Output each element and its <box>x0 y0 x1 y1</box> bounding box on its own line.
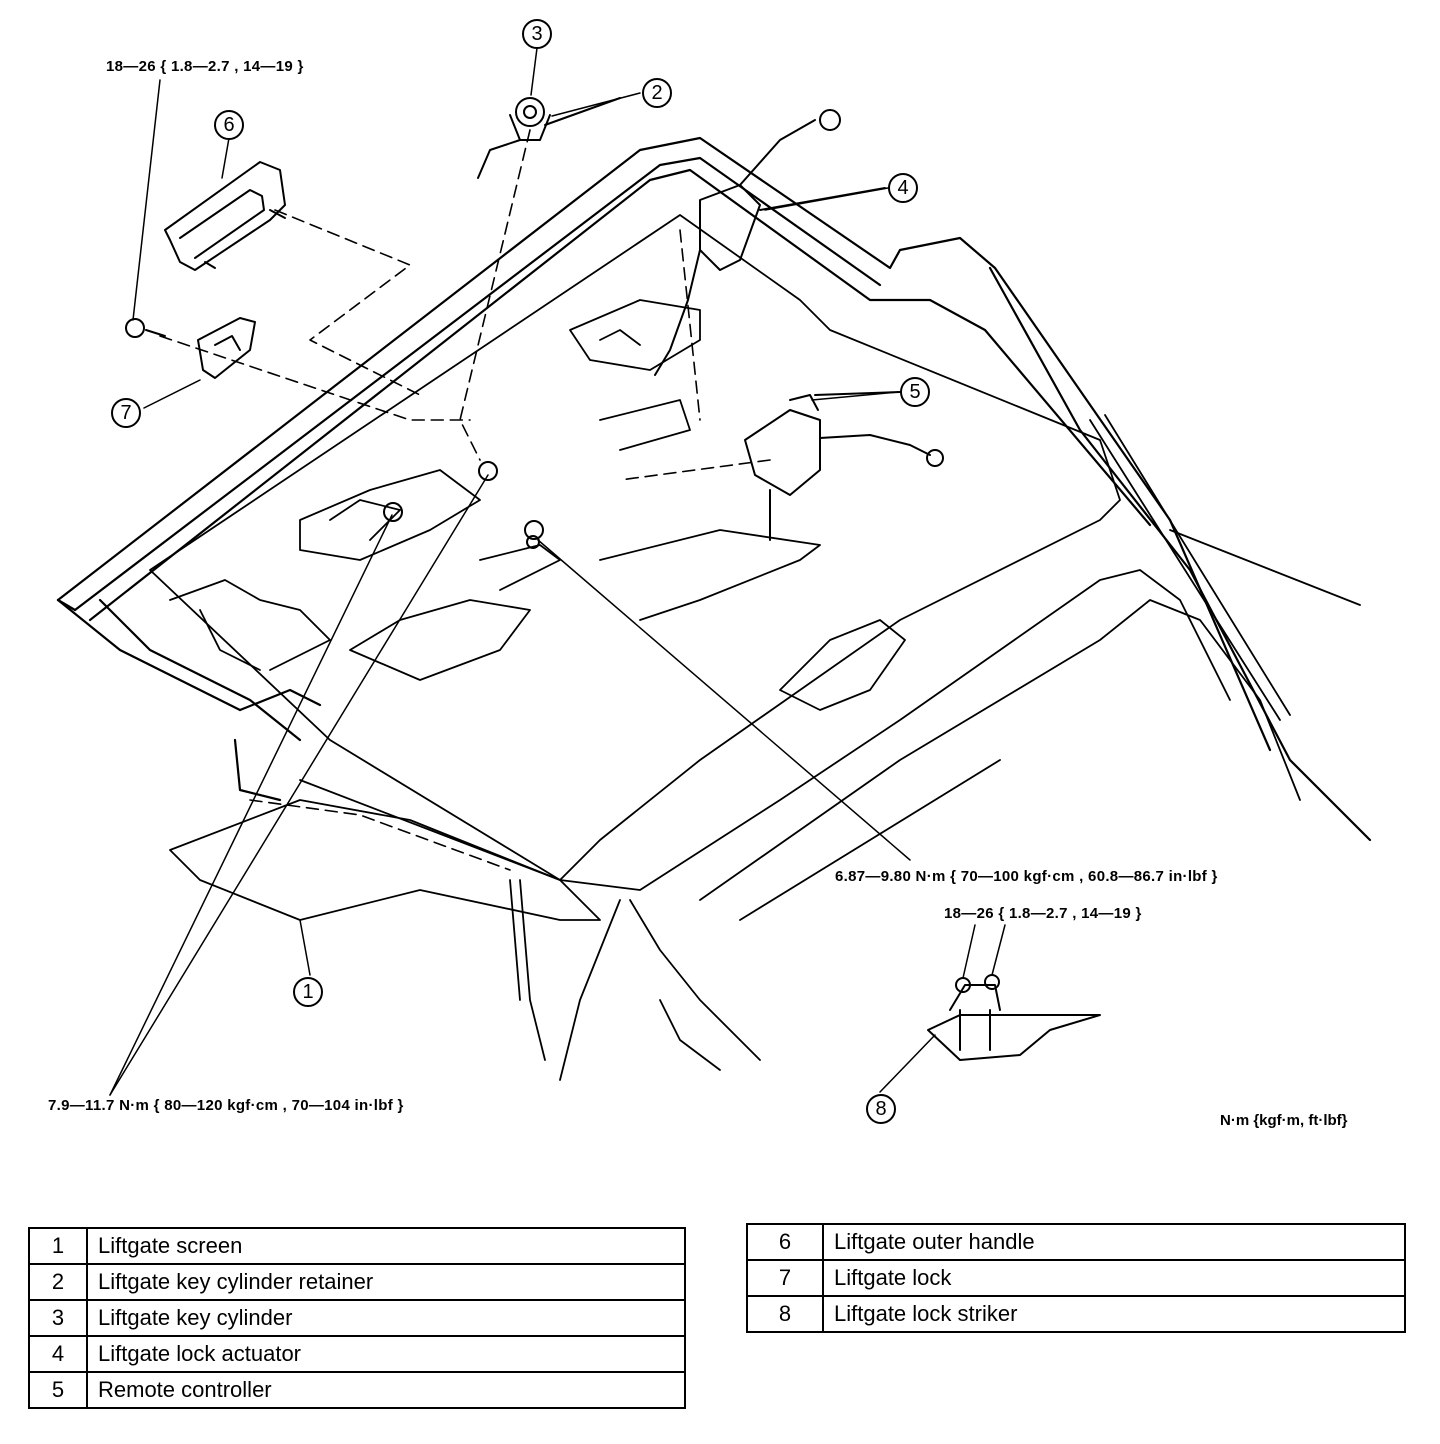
leader-lines <box>109 47 1006 1096</box>
callout-5: 5 <box>900 377 930 407</box>
torque-label-striker-bolts: 18—26 { 1.8—2.7 , 14—19 } <box>944 905 1142 922</box>
legend-row: 2 Liftgate key cylinder retainer <box>28 1263 686 1301</box>
legend-part-name: Liftgate lock <box>822 1259 1406 1297</box>
legend-number: 1 <box>28 1227 88 1265</box>
legend-number: 4 <box>28 1335 88 1373</box>
legend-row: 6 Liftgate outer handle <box>746 1223 1406 1261</box>
legend-row: 5 Remote controller <box>28 1371 686 1409</box>
legend-part-name: Liftgate lock actuator <box>86 1335 686 1373</box>
torque-label-handle-bolt: 18—26 { 1.8—2.7 , 14—19 } <box>106 58 304 75</box>
liftgate-inner-frame <box>149 214 1121 881</box>
outer-handle-drawing <box>164 161 286 271</box>
remote-controller-drawing <box>744 391 944 541</box>
callout-8: 8 <box>866 1094 896 1124</box>
legend-number: 2 <box>28 1263 88 1301</box>
legend-number: 7 <box>746 1259 824 1297</box>
legend-row: 3 Liftgate key cylinder <box>28 1299 686 1337</box>
exploded-view-drawing <box>56 47 1372 1096</box>
assembly-guide-lines <box>159 129 771 871</box>
lock-striker-drawing <box>927 974 1101 1061</box>
parts-legend-left: 1 Liftgate screen 2 Liftgate key cylinde… <box>28 1227 686 1409</box>
legend-part-name: Liftgate key cylinder retainer <box>86 1263 686 1301</box>
legend-number: 8 <box>746 1295 824 1333</box>
legend-row: 1 Liftgate screen <box>28 1227 686 1265</box>
legend-number: 5 <box>28 1371 88 1409</box>
legend-part-name: Liftgate outer handle <box>822 1223 1406 1261</box>
unit-note: N·m {kgf·m, ft·lbf} <box>1220 1112 1348 1129</box>
liftgate-panel <box>56 136 1372 842</box>
legend-part-name: Liftgate lock striker <box>822 1295 1406 1333</box>
vehicle-body <box>169 414 1361 1081</box>
lock-actuator-drawing <box>654 109 886 376</box>
legend-part-name: Liftgate screen <box>86 1227 686 1265</box>
callout-3: 3 <box>522 19 552 49</box>
legend-number: 6 <box>746 1223 824 1261</box>
key-cylinder-drawing <box>477 97 621 179</box>
parts-legend-right: 6 Liftgate outer handle 7 Liftgate lock … <box>746 1223 1406 1333</box>
legend-part-name: Liftgate key cylinder <box>86 1299 686 1337</box>
fastener-nuts <box>383 461 544 549</box>
callout-7: 7 <box>111 398 141 428</box>
liftgate-lock-drawing <box>125 317 256 379</box>
callout-4: 4 <box>888 173 918 203</box>
callout-1: 1 <box>293 977 323 1007</box>
legend-row: 4 Liftgate lock actuator <box>28 1335 686 1373</box>
legend-row: 8 Liftgate lock striker <box>746 1295 1406 1333</box>
torque-label-screen-nuts: 7.9—11.7 N·m { 80—120 kgf·cm , 70—104 in… <box>48 1097 404 1114</box>
callout-6: 6 <box>214 110 244 140</box>
callout-2: 2 <box>642 78 672 108</box>
legend-row: 7 Liftgate lock <box>746 1259 1406 1297</box>
legend-part-name: Remote controller <box>86 1371 686 1409</box>
torque-label-actuator-nuts: 6.87—9.80 N·m { 70—100 kgf·cm , 60.8—86.… <box>835 868 1218 885</box>
legend-number: 3 <box>28 1299 88 1337</box>
